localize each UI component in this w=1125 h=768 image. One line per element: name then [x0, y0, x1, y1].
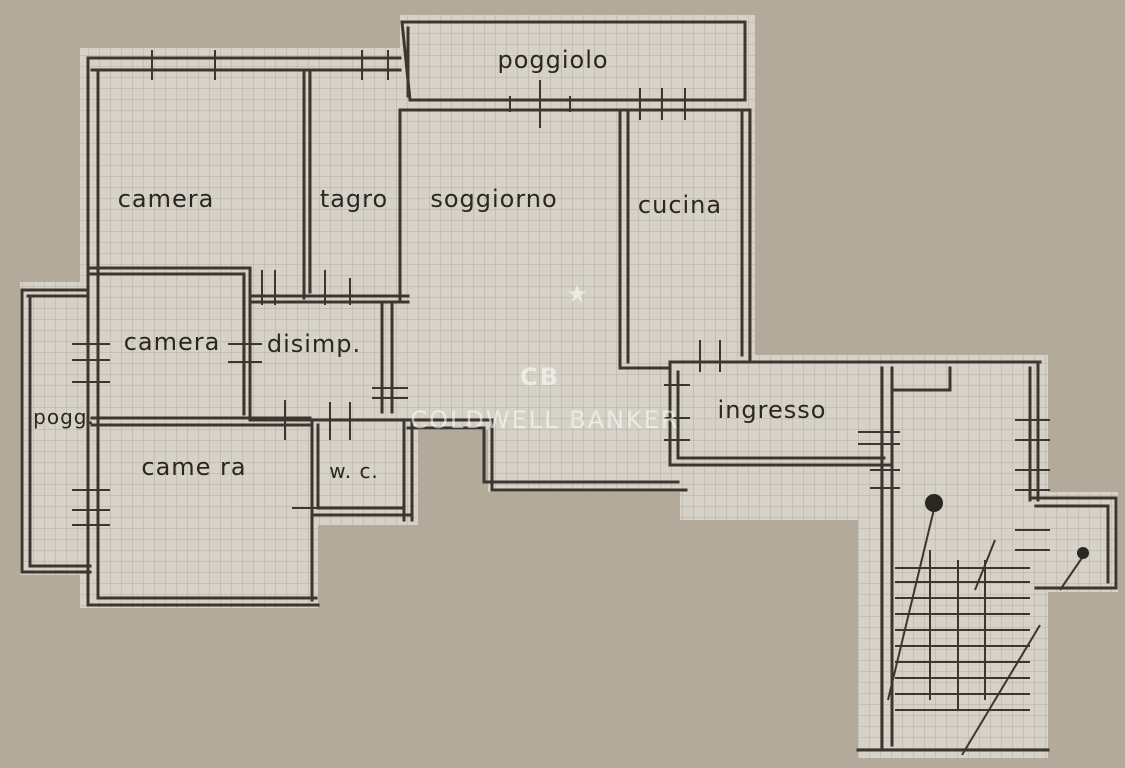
watermark-brand: COLDWELL BANKER: [410, 406, 679, 434]
label-ingresso: ingresso: [718, 396, 827, 424]
label-wc: w. c.: [329, 459, 379, 483]
label-poggiolo: poggiolo: [497, 46, 608, 74]
paper-sheets: [20, 15, 1118, 758]
watermark-star-icon: ★: [566, 280, 590, 308]
watermark-monogram: CB: [520, 363, 560, 391]
label-camera-bottom: came ra: [141, 453, 246, 481]
label-tagro: tagro: [320, 185, 388, 213]
walls: [20, 20, 1118, 752]
stairs: [887, 494, 1089, 756]
room-labels: poggiolo camera tagro soggiorno cucina c…: [33, 46, 827, 483]
label-disimpegno: disimp.: [267, 330, 361, 358]
watermark: CB ★ COLDWELL BANKER: [410, 280, 679, 434]
label-pogg: pogg.: [33, 405, 95, 429]
opening-marks: [72, 50, 1050, 551]
label-camera-mid: camera: [124, 328, 221, 356]
label-camera-top: camera: [118, 185, 215, 213]
label-soggiorno: soggiorno: [430, 185, 557, 213]
label-cucina: cucina: [638, 191, 722, 219]
